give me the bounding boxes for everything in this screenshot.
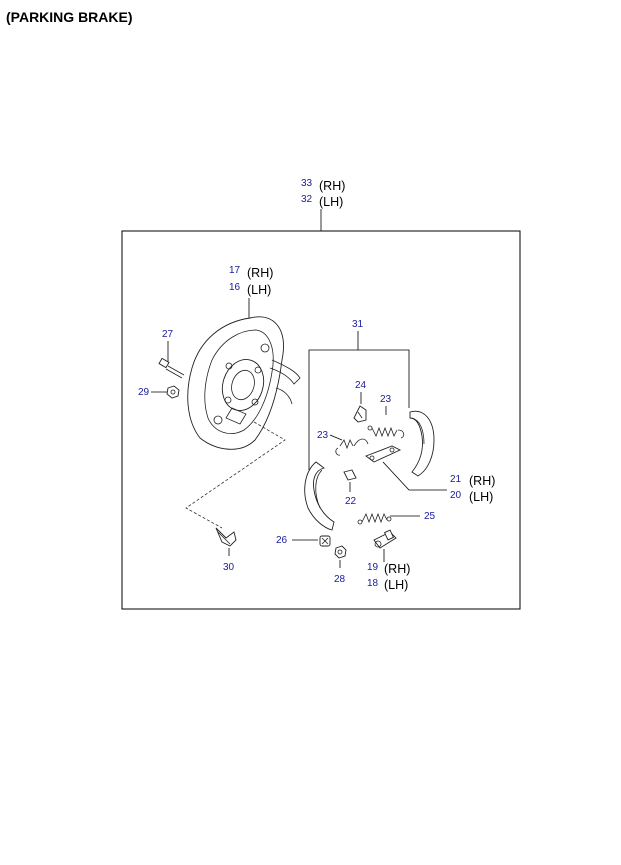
brake-shoe-upper[interactable] <box>409 410 435 477</box>
cable-route-line <box>185 421 286 529</box>
side-label-lh: (LH) <box>384 578 408 592</box>
callout-33[interactable]: 33 <box>301 178 313 189</box>
callout-18[interactable]: 18 <box>367 578 379 589</box>
callout-23[interactable]: 23 <box>380 394 392 405</box>
callout-31[interactable]: 31 <box>352 319 364 330</box>
callout-23[interactable]: 23 <box>317 430 329 441</box>
callout-28[interactable]: 28 <box>334 574 346 585</box>
side-label-rh: (RH) <box>247 266 273 280</box>
leader-line <box>329 434 343 441</box>
callout-19[interactable]: 19 <box>367 562 379 573</box>
bolt-30[interactable] <box>215 527 237 547</box>
side-label-lh: (LH) <box>319 195 343 209</box>
adjuster-assembly[interactable] <box>373 529 397 549</box>
callout-27[interactable]: 27 <box>162 329 174 340</box>
callout-16[interactable]: 16 <box>229 282 241 293</box>
brake-shoe-lower[interactable] <box>304 461 335 531</box>
leader-line <box>382 461 447 491</box>
side-label-rh: (RH) <box>384 562 410 576</box>
bolt-27[interactable] <box>158 357 185 379</box>
callout-30[interactable]: 30 <box>223 562 235 573</box>
adjuster-spring-25[interactable] <box>357 512 392 525</box>
callout-21[interactable]: 21 <box>450 474 462 485</box>
hold-down-cup-28[interactable] <box>334 545 347 559</box>
callout-29[interactable]: 29 <box>138 387 150 398</box>
diagram-title: (PARKING BRAKE) <box>6 9 133 25</box>
assembly-frame <box>121 230 521 610</box>
nut-29[interactable] <box>166 385 180 399</box>
hold-down-spring-26[interactable] <box>319 535 331 547</box>
callout-17[interactable]: 17 <box>229 265 241 276</box>
callout-20[interactable]: 20 <box>450 490 462 501</box>
side-label-rh: (RH) <box>319 179 345 193</box>
side-label-lh: (LH) <box>469 490 493 504</box>
callout-24[interactable]: 24 <box>355 380 367 391</box>
return-spring-23-upper[interactable] <box>367 425 405 439</box>
adjuster-24[interactable] <box>353 405 367 423</box>
callout-22[interactable]: 22 <box>345 496 357 507</box>
backing-plate[interactable] <box>187 316 301 450</box>
side-label-rh: (RH) <box>469 474 495 488</box>
anchor-clip-22[interactable] <box>343 469 357 481</box>
kit-bracket <box>308 349 410 470</box>
parking-lever[interactable] <box>365 445 402 463</box>
callout-25[interactable]: 25 <box>424 511 436 522</box>
callout-32[interactable]: 32 <box>301 194 313 205</box>
return-spring-23-left[interactable] <box>335 438 369 456</box>
side-label-lh: (LH) <box>247 283 271 297</box>
callout-26[interactable]: 26 <box>276 535 288 546</box>
